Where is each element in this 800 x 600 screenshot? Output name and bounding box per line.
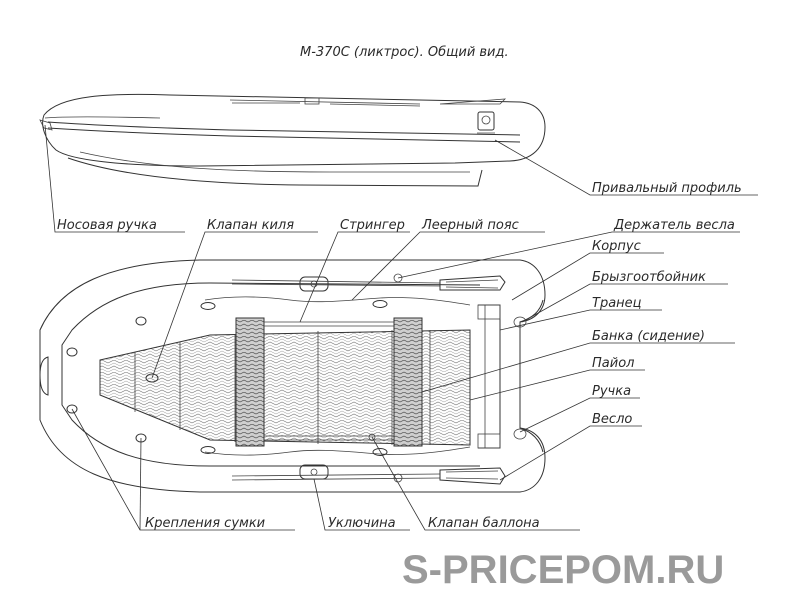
label-leerny-poyas: Леерный пояс — [421, 218, 519, 233]
diagram-title: М-370С (ликтрос). Общий вид. — [300, 45, 509, 60]
label-bryzgootboynik: Брызгоотбойник — [592, 270, 706, 285]
label-payol: Пайол — [592, 356, 634, 371]
label-uklyuchina: Уключина — [328, 516, 396, 531]
label-derzhatel-vesla: Держатель весла — [613, 218, 735, 233]
leader-lines — [44, 124, 758, 531]
label-nosovaya-ruchka: Носовая ручка — [57, 218, 157, 233]
label-stringer: Стрингер — [340, 218, 405, 233]
label-ruchka: Ручка — [592, 384, 631, 399]
watermark: S-PRICEPOM.RU — [402, 548, 724, 592]
top-view — [39, 259, 546, 493]
label-klapan-kilya: Клапан киля — [207, 218, 294, 233]
label-krepleniya-sumki: Крепления сумки — [145, 516, 265, 531]
side-view — [39, 93, 546, 187]
label-tranets: Транец — [592, 296, 642, 311]
label-korpus: Корпус — [592, 239, 641, 254]
label-banka: Банка (сидение) — [592, 329, 705, 344]
label-privalny-profil: Привальный профиль — [592, 181, 742, 196]
label-klapan-ballona: Клапан баллона — [428, 516, 540, 531]
label-veslo: Весло — [592, 412, 632, 427]
